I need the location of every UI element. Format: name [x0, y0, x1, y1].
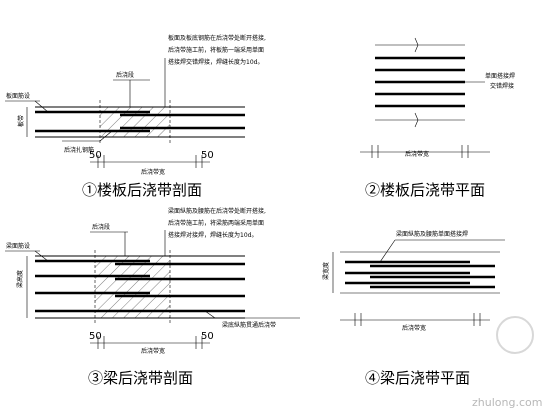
bottom-rebar-label: 梁底纵筋贯通后浇带: [222, 321, 276, 329]
break-mark-bottom: [414, 112, 419, 128]
top-rebar-label-leader: [34, 100, 49, 113]
bottom-rebar-label-leader: [204, 310, 216, 319]
panel-title: ①楼板后浇带剖面: [82, 181, 202, 199]
dim-right-value: 50: [201, 150, 214, 161]
slab-note-line2: 后浇带施工前，将板筋一端采用单面: [168, 46, 264, 54]
watermark-logo-icon: [496, 316, 534, 354]
dim-width-label: 后浇带宽: [402, 324, 426, 332]
top-rebar-label: 梁面筋设: [6, 242, 30, 250]
dim-left-value: 50: [89, 150, 102, 161]
slab-thickness-label: 板带: [17, 115, 25, 127]
watermark-text: zhulong.com: [472, 396, 542, 409]
panel-beam-plan: 梁面纵筋及腰筋单面搭接焊 梁宽度 后浇带宽 ④梁后浇带平面: [322, 230, 505, 387]
beam-note-line3: 搭接焊对接焊，焊缝长度为10d。: [168, 231, 257, 239]
dim-right-value: 50: [201, 331, 214, 342]
panel-title: ②楼板后浇带平面: [365, 181, 485, 199]
dim-left-value: 50: [89, 331, 102, 342]
beam-note-line1: 梁面纵筋及腰筋在后浇带处断开搭接,: [168, 207, 266, 215]
weld-label-line1: 单面搭接焊: [485, 72, 515, 80]
top-rebar-label-leader: [34, 250, 49, 262]
weld-label-line2: 交错焊接: [490, 82, 514, 90]
beam-height-label: 梁高度: [16, 270, 24, 288]
section-label: 后浇段: [92, 223, 110, 231]
panel-slab-plan: 单面搭接焊 交错焊接 后浇带宽 ②楼板后浇带平面: [360, 37, 515, 199]
dim-width-label: 后浇带宽: [405, 150, 429, 158]
beam-pour-zone-hatch: [95, 256, 170, 318]
break-mark-top: [414, 37, 419, 53]
rebar-label: 梁面纵筋及腰筋单面搭接焊: [396, 230, 468, 238]
mesh-label-leader: [99, 130, 113, 142]
slab-note-line1: 板面及板底钢筋在后浇带处断开搭接,: [168, 34, 266, 42]
mesh-label: 后浇扎钢筋: [64, 146, 94, 154]
panel-slab-section: 板面及板底钢筋在后浇带处断开搭接, 后浇带施工前，将板筋一端采用单面 搭接焊交错…: [5, 34, 266, 199]
section-label: 后浇段: [116, 71, 134, 79]
beam-width-label: 梁宽度: [322, 262, 330, 280]
dim-width-label: 后浇带宽: [141, 168, 165, 176]
panel-beam-section: 梁面纵筋及腰筋在后浇带处断开搭接, 后浇带施工前，将梁筋两端采用单面 搭接焊对接…: [5, 207, 300, 387]
watermark: zhulong.com: [472, 316, 542, 409]
beam-note-line2: 后浇带施工前，将梁筋两端采用单面: [168, 219, 264, 227]
rebar-label-leader: [379, 239, 396, 263]
panel-title: ③梁后浇带剖面: [88, 369, 193, 387]
dim-width-label: 后浇带宽: [141, 347, 165, 355]
panel-title: ④梁后浇带平面: [365, 369, 470, 387]
slab-note-line3: 搭接焊交错焊接，焊缝长度为10d。: [168, 58, 263, 66]
top-rebar-label: 板面筋设: [6, 92, 30, 100]
